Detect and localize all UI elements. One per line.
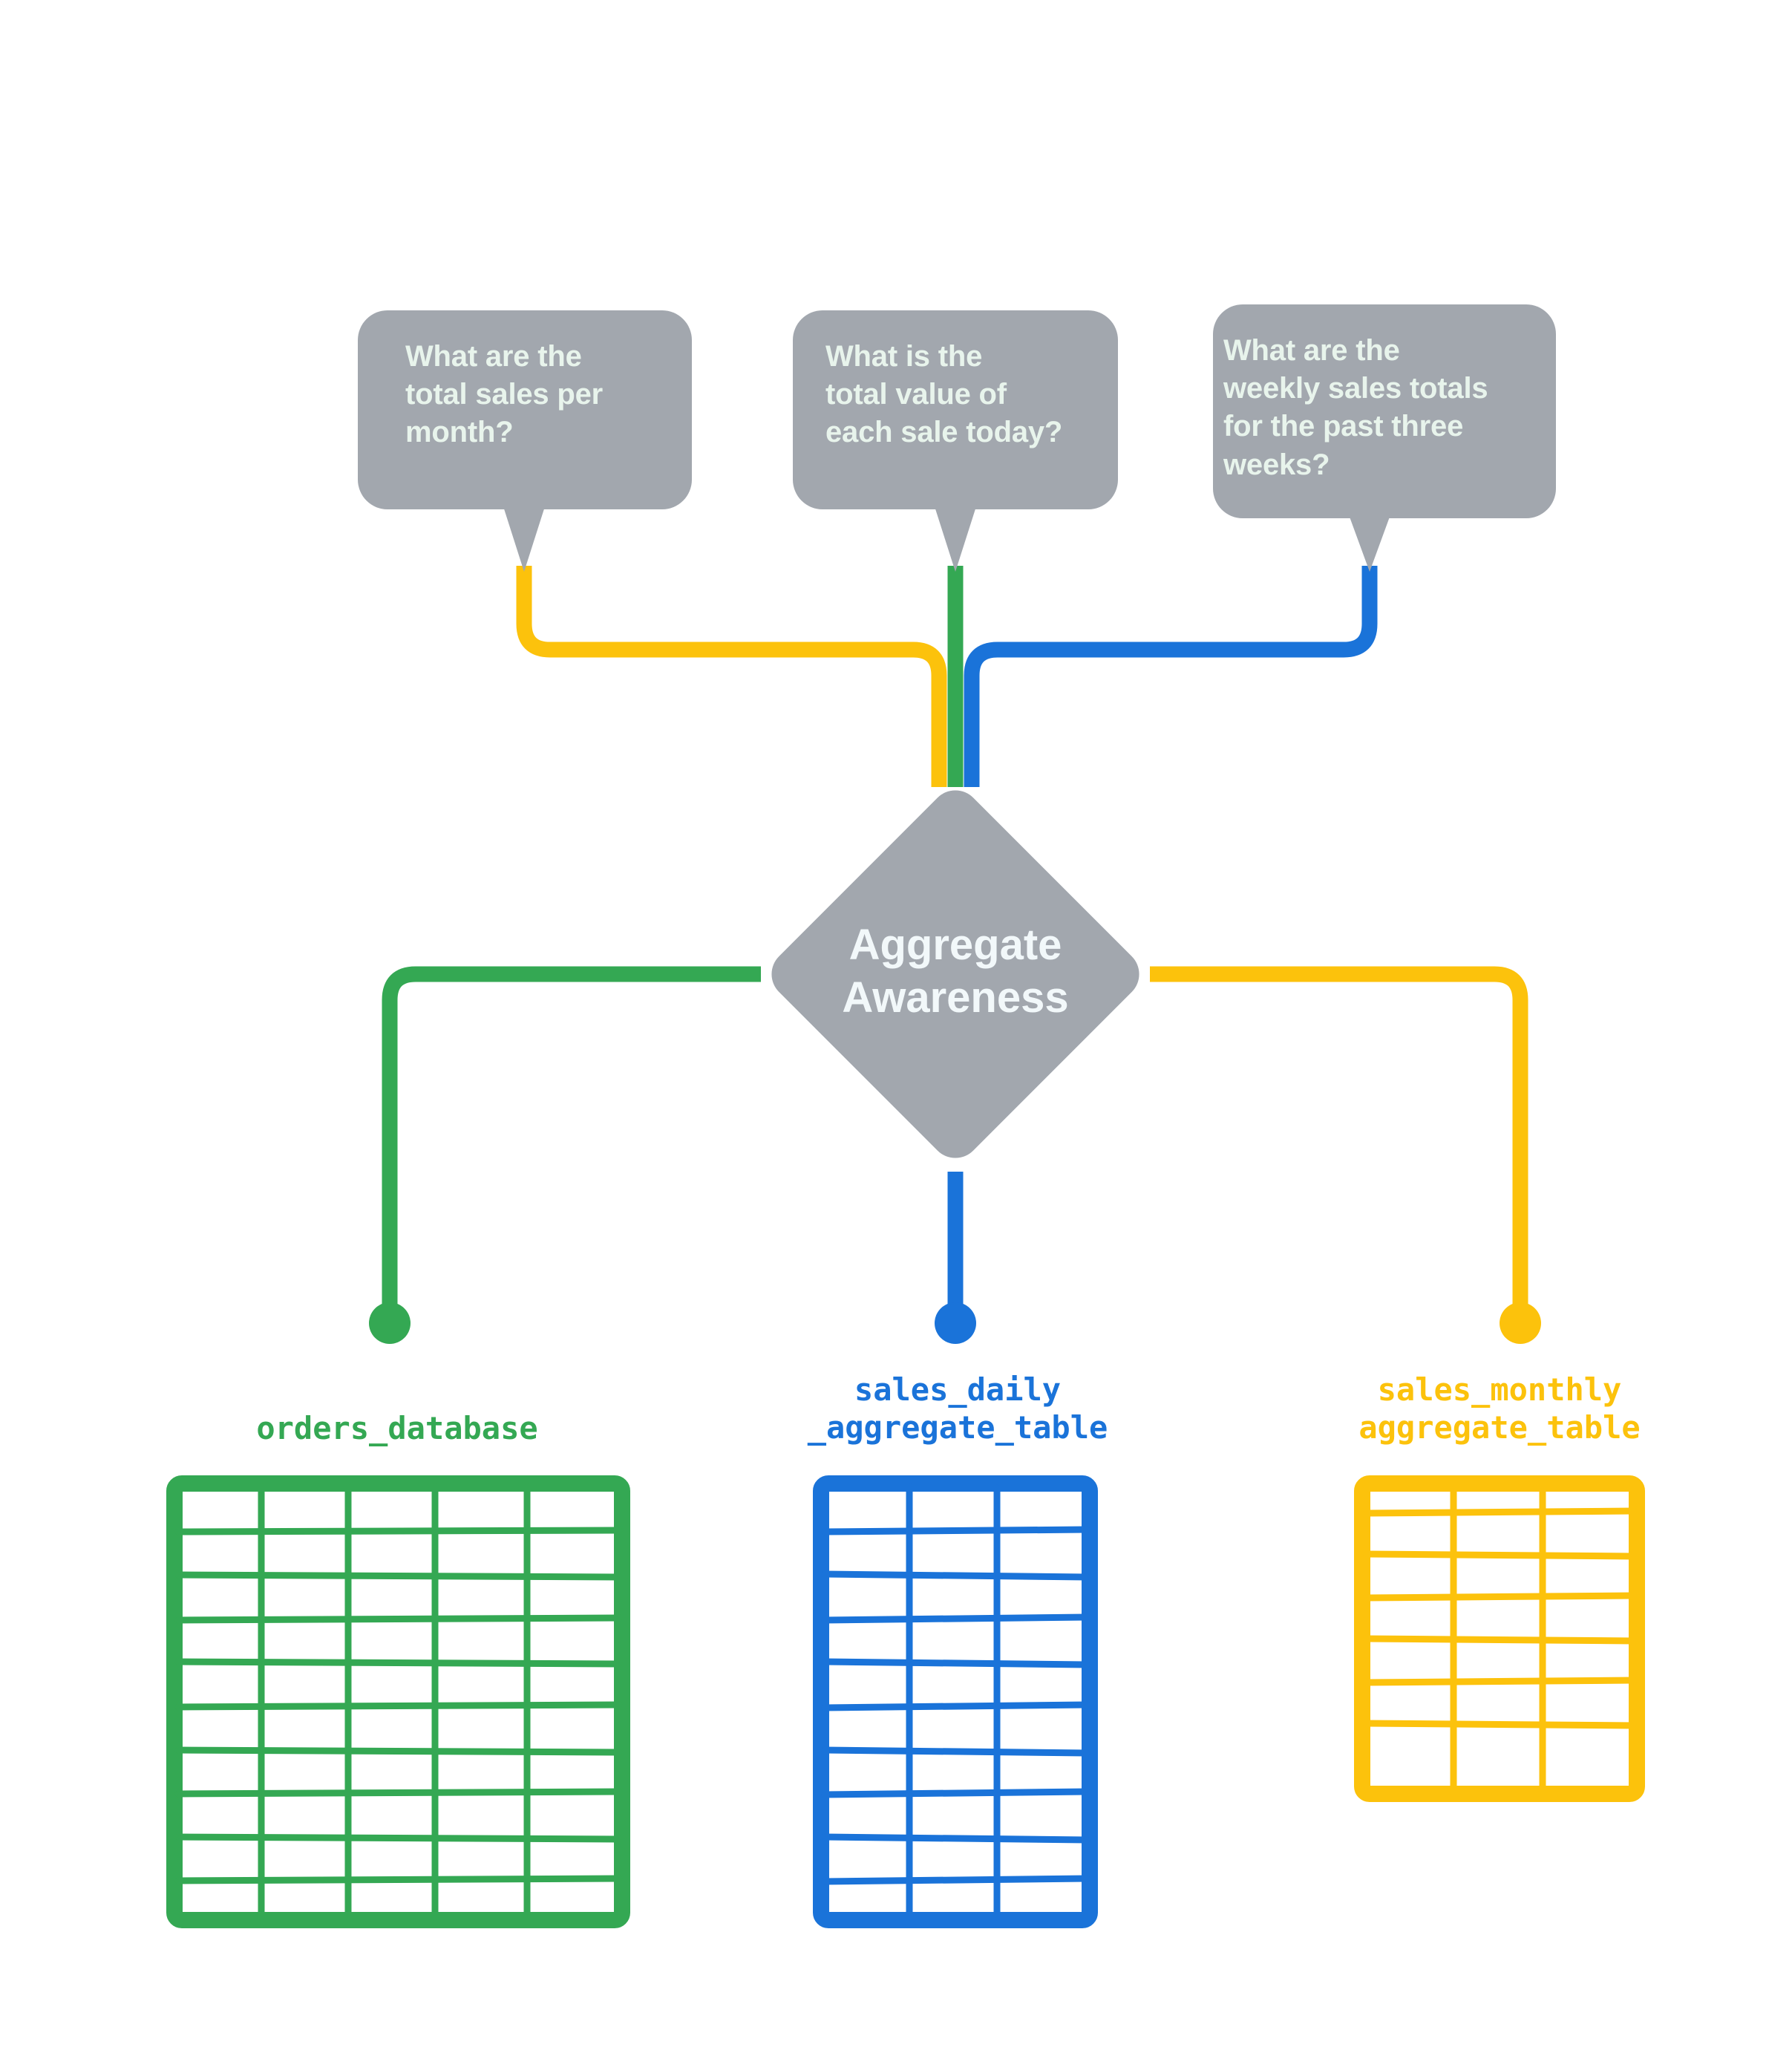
table-grid-sales-monthly [1354, 1475, 1645, 1802]
table-caption-sales-daily: sales_daily _aggregate_table [807, 1371, 1108, 1446]
edge-endpoint-orders [369, 1302, 411, 1344]
table-grid-sales-daily [813, 1475, 1098, 1928]
question-bubble-weekly-shape [1213, 304, 1556, 572]
edge-source-orders [382, 966, 761, 1305]
table-caption-orders: orders_database [256, 1410, 538, 1446]
table-caption-sales-monthly: sales_monthly aggregate_table [1358, 1371, 1641, 1446]
edge-endpoint-daily [935, 1302, 976, 1344]
question-bubble-daily-shape [793, 310, 1118, 572]
center-node-shape [771, 790, 1139, 1158]
table-grid-orders [166, 1475, 630, 1928]
edge-question-monthly [516, 566, 947, 787]
edge-endpoint-monthly [1500, 1302, 1541, 1344]
edge-source-monthly [1150, 966, 1528, 1305]
question-bubble-monthly-shape [358, 310, 692, 572]
edge-question-weekly [964, 566, 1378, 787]
